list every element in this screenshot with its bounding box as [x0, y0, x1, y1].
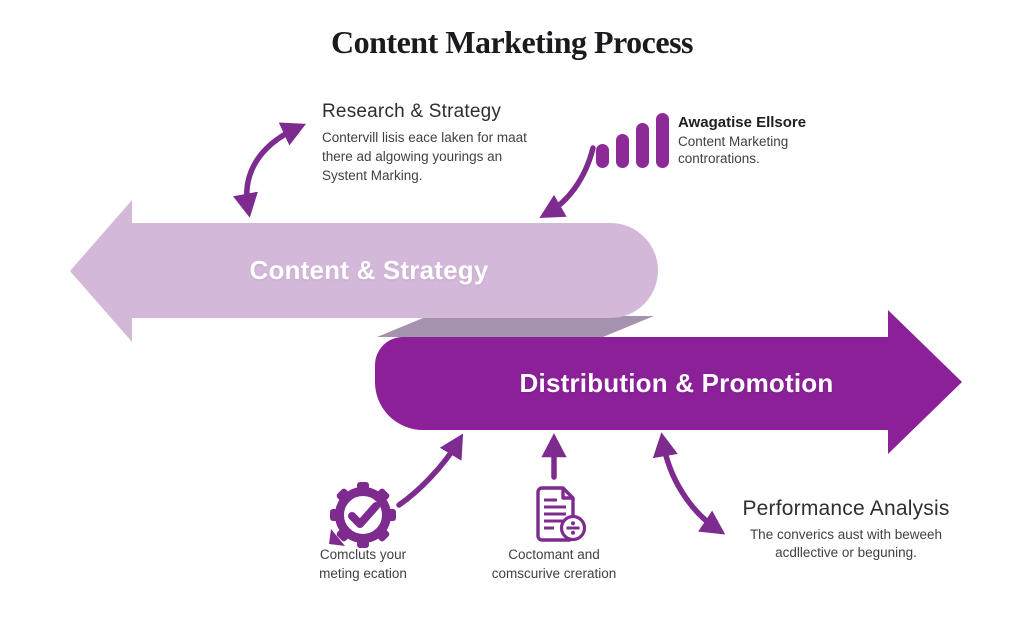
research-strategy-body: Contervill lisis eace laken for maat the…	[322, 128, 562, 185]
performance-body-line-2: acdllective or beguning.	[775, 545, 917, 560]
performance-analysis-heading: Performance Analysis	[742, 497, 950, 520]
agency-body-line-2: controrations.	[678, 150, 760, 166]
bar-chart-icon	[596, 112, 672, 168]
ribbon-fold	[377, 316, 654, 337]
distribution-promotion-banner: Distribution & Promotion	[375, 337, 890, 430]
performance-analysis-body: The converics aust with beweeh acdllecti…	[700, 526, 992, 562]
document-fold-corner	[561, 488, 573, 500]
research-body-line-3: Systent Marking.	[322, 168, 423, 183]
bar-chart-bar-4	[656, 113, 669, 168]
connector-settings-arrow	[396, 433, 464, 508]
research-strategy-heading: Research & Strategy	[322, 101, 502, 122]
distribution-promotion-arrow-head	[888, 310, 962, 454]
diagram-title: Content Marketing Process	[331, 24, 693, 60]
settings-note-line-1: Comcluts your	[319, 547, 407, 562]
settings-note-line-2: meting ecation	[319, 566, 407, 581]
document-note: Coctomant and comscurive creration	[468, 545, 640, 583]
settings-note: Comcluts your meting ecation	[288, 545, 438, 583]
research-strategy-note: Research & Strategy Contervill lisis eac…	[322, 101, 562, 185]
agency-heading: Awagatise Ellsore	[678, 114, 807, 131]
bar-chart-bar-2	[616, 134, 629, 168]
agency-body-line-1: Content Marketing	[678, 134, 789, 149]
distribution-promotion-label: Distribution & Promotion	[519, 368, 834, 398]
divide-dot-top	[571, 521, 575, 526]
document-divide-icon	[536, 486, 587, 542]
bar-chart-bar-1	[596, 144, 609, 168]
bar-chart-bar-3	[636, 123, 649, 168]
content-strategy-banner: Content & Strategy	[130, 223, 658, 318]
performance-analysis-note: Performance Analysis The converics aust …	[700, 497, 992, 562]
connector-research-double-arrow	[233, 122, 306, 218]
document-note-line-2: comscurive creration	[491, 566, 617, 581]
agency-body: Content Marketing controrations.	[678, 134, 838, 167]
gear-check-icon	[329, 482, 396, 548]
performance-body-line-1: The converics aust with beweeh	[749, 527, 943, 542]
content-strategy-arrow-head	[70, 200, 132, 342]
research-body-line-1: Contervill lisis eace laken for maat	[322, 130, 527, 145]
research-body-line-2: there ad algowing yourings an	[322, 149, 503, 164]
check-mark	[348, 502, 380, 528]
content-strategy-label: Content & Strategy	[249, 255, 489, 285]
document-note-line-1: Coctomant and	[508, 547, 600, 562]
gear-pointer-tip	[329, 529, 345, 546]
agency-note: Awagatise Ellsore Content Marketing cont…	[678, 114, 838, 167]
divide-dot-bottom	[571, 530, 575, 535]
